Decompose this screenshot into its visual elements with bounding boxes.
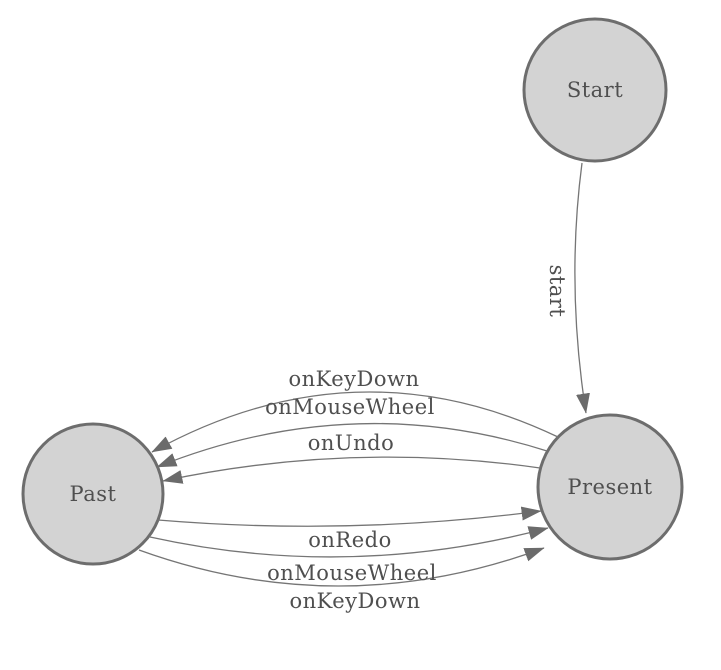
state-node-present-label: Present <box>567 475 652 499</box>
edge-past-to-present-onredo <box>157 506 542 527</box>
edge-label-past-to-present-onredo: onRedo <box>308 528 392 552</box>
edge-start-to-present-start <box>574 162 590 414</box>
state-node-past: Past <box>21 422 165 566</box>
edge-label-present-to-past-onmousewheel: onMouseWheel <box>265 395 435 419</box>
state-node-start-label: Start <box>567 78 623 102</box>
state-node-start: Start <box>522 17 668 163</box>
edge-label-present-to-past-onkeydown: onKeyDown <box>288 367 419 391</box>
edge-past-to-present-onkeydown <box>138 547 545 587</box>
state-node-past-label: Past <box>70 482 117 506</box>
state-node-start-shape <box>522 17 668 163</box>
edge-present-to-past-onmousewheel <box>156 422 548 468</box>
edge-label-start-to-present-start: start <box>545 265 569 318</box>
edge-label-present-to-past-onundo: onUndo <box>308 431 394 455</box>
state-node-present-shape <box>536 413 684 561</box>
state-node-present: Present <box>536 413 684 561</box>
edge-past-to-present-onmousewheel <box>149 526 549 558</box>
edge-labels-layer: start onKeyDown onMouseWheel onUndo onRedo on… <box>265 265 569 613</box>
edge-label-past-to-present-onmousewheel: onMouseWheel <box>267 561 437 585</box>
transition-edges-layer <box>138 162 590 587</box>
state-node-past-shape <box>21 422 165 566</box>
edge-present-to-past-onkeydown <box>151 391 559 453</box>
edge-label-past-to-present-onkeydown: onKeyDown <box>289 589 420 613</box>
edge-present-to-past-onundo <box>162 456 541 484</box>
